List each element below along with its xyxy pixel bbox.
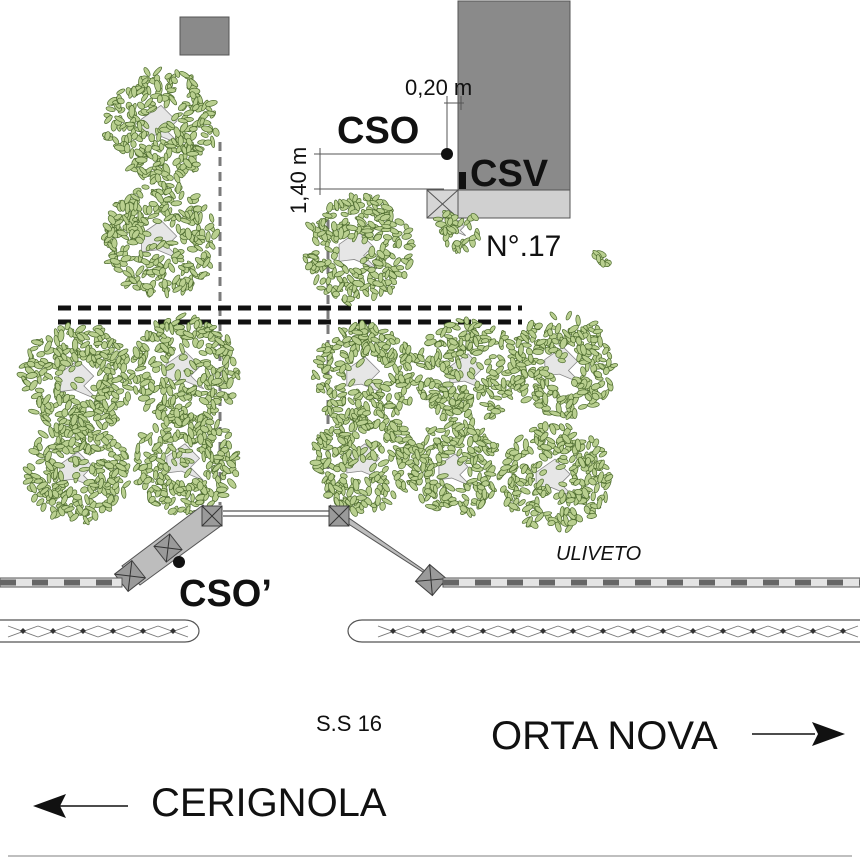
- olive-tree-icon: [432, 210, 481, 254]
- olive-tree-icon: [309, 407, 421, 517]
- traffic-island-left: [0, 619, 200, 643]
- small-building: [179, 16, 230, 56]
- dimension-horizontal: [444, 96, 464, 150]
- csv-marker: [459, 172, 466, 189]
- arrow-left-icon: [33, 794, 128, 818]
- label-csv: CSV: [470, 153, 549, 195]
- gate-pillar: [153, 533, 183, 563]
- gate-pillar: [201, 505, 223, 527]
- olive-tree-icon: [414, 316, 522, 429]
- gate-pillar: [328, 505, 350, 527]
- road-edge-left: [0, 577, 123, 588]
- label-cerignola: CERIGNOLA: [151, 781, 387, 825]
- road-edge-right: [442, 577, 860, 588]
- dimension-vertical: [314, 148, 444, 195]
- label-cso-prime: CSO’: [179, 573, 272, 615]
- olive-tree-icon: [509, 310, 619, 420]
- label-uliveto: ULIVETO: [556, 543, 641, 565]
- gate-pillar: [414, 563, 448, 597]
- olive-tree-icon: [132, 407, 241, 516]
- olive-tree-icon: [496, 421, 614, 533]
- island-hatching: [7, 625, 859, 638]
- olive-tree-icon: [16, 322, 136, 441]
- olive-tree-icon: [101, 66, 220, 185]
- olive-tree-icon: [302, 192, 416, 307]
- label-orta-nova: ORTA NOVA: [491, 714, 718, 758]
- olive-tree-icon: [22, 417, 131, 526]
- label-house-number: N°.17: [486, 230, 561, 263]
- main-building-base: [457, 189, 571, 219]
- cso-point: [441, 148, 453, 160]
- olive-tree-icon: [101, 180, 220, 299]
- label-dim-vertical: 1,40 m: [286, 147, 311, 214]
- cso-prime-point: [173, 556, 185, 568]
- olive-tree-icon: [128, 312, 241, 428]
- label-cso: CSO: [337, 110, 419, 152]
- olive-grove: [16, 66, 619, 533]
- olive-tree-icon: [591, 250, 612, 268]
- label-road: S.S 16: [316, 711, 382, 736]
- gate-pillars: [113, 505, 448, 597]
- arrow-right-icon: [752, 722, 845, 746]
- olive-tree-icon: [408, 419, 503, 518]
- label-dim-horizontal: 0,20 m: [405, 75, 472, 100]
- main-building: [457, 0, 571, 191]
